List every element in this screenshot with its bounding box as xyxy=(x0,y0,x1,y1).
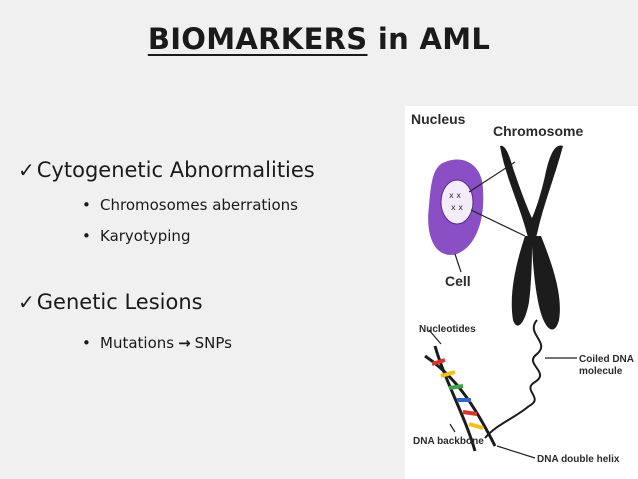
subitem-mutations: • Mutations→SNPs xyxy=(82,334,232,352)
subitem-karyotyping: • Karyotyping xyxy=(82,227,191,245)
subitem-label-left: Mutations xyxy=(100,334,175,352)
label-chromosome: Chromosome xyxy=(493,123,583,139)
label-cell: Cell xyxy=(445,273,471,289)
bullet-icon: • xyxy=(82,196,91,214)
subitem-label-right: SNPs xyxy=(194,334,232,352)
label-dna-double-helix: DNA double helix xyxy=(537,454,620,465)
bullet-icon: • xyxy=(82,227,91,245)
pointer-line xyxy=(470,209,526,237)
check-icon: ✓ xyxy=(18,290,35,314)
subitem-label: Chromosomes aberrations xyxy=(100,196,298,214)
dna-helix-shape xyxy=(424,329,577,459)
right-arrow-icon: → xyxy=(178,334,191,352)
item-label: Cytogenetic Abnormalities xyxy=(36,158,315,182)
pointer-line xyxy=(468,161,516,193)
coiled-dna-shape xyxy=(484,319,543,439)
item-label: Genetic Lesions xyxy=(36,290,203,314)
label-coiled-dna-line2: molecule xyxy=(579,366,623,377)
cell-shape: x x x x xyxy=(428,159,484,255)
bullet-icon: • xyxy=(82,334,91,352)
check-icon: ✓ xyxy=(18,158,35,182)
label-dna-backbone: DNA backbone xyxy=(413,436,484,447)
item-cytogenetic: ✓Cytogenetic Abnormalities xyxy=(18,158,315,182)
subitem-label: Karyotyping xyxy=(100,227,191,245)
svg-text:x x: x x xyxy=(451,203,463,212)
svg-text:x x: x x xyxy=(449,191,461,200)
subitem-chromosomes: • Chromosomes aberrations xyxy=(82,196,298,214)
item-genetic-lesions: ✓Genetic Lesions xyxy=(18,290,203,314)
chromosome-shape xyxy=(500,145,563,330)
dna-diagram-svg: x x x x xyxy=(411,111,634,465)
label-nucleotides: Nucleotides xyxy=(419,324,476,335)
slide-title: BIOMARKERS in AML xyxy=(0,22,638,56)
pointer-line xyxy=(454,253,462,273)
label-coiled-dna-line1: Coiled DNA xyxy=(579,354,634,365)
label-nucleus: Nucleus xyxy=(411,111,466,127)
dna-diagram: x x x x xyxy=(405,106,638,479)
title-underlined: BIOMARKERS xyxy=(147,22,368,56)
title-rest: in AML xyxy=(367,22,491,56)
